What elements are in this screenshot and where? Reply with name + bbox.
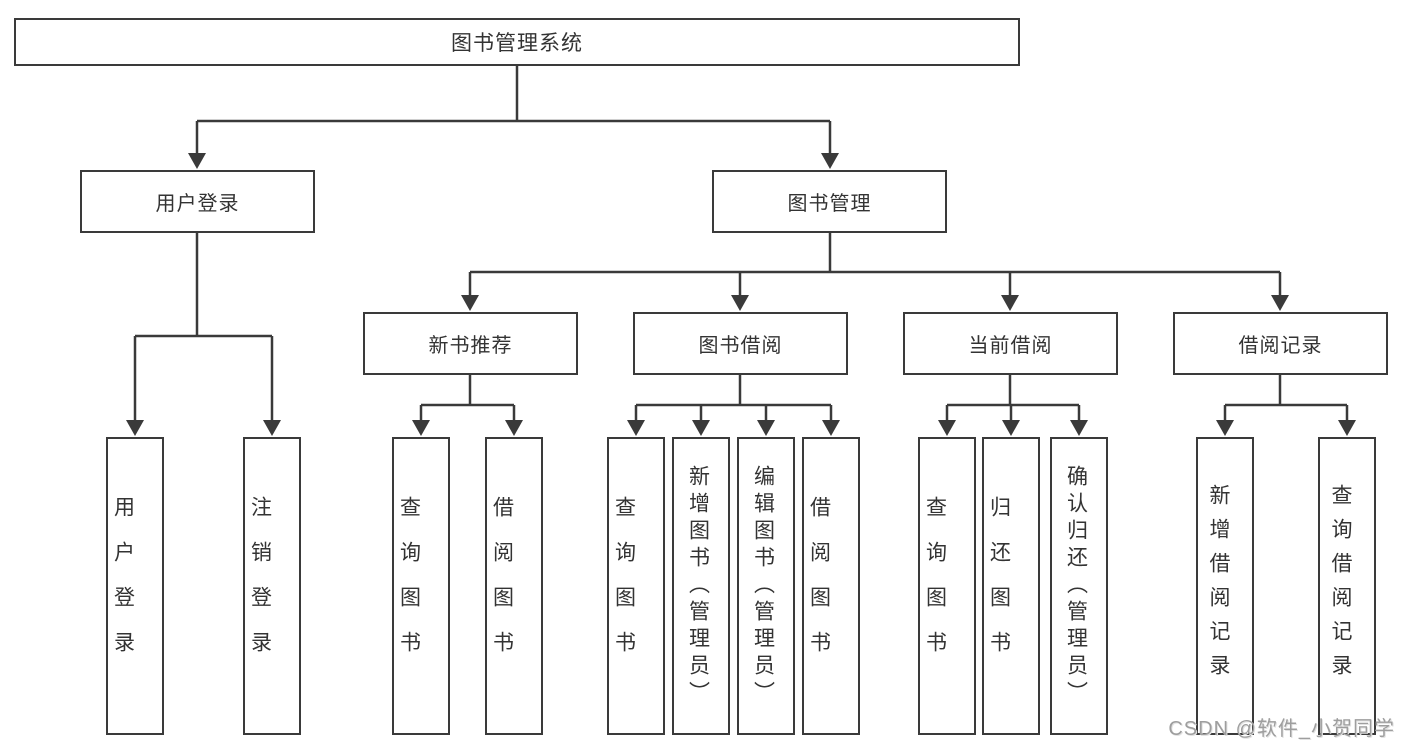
- arrow-down-icon: [822, 420, 840, 436]
- leaf-query-books-recommend: 查询图书: [392, 437, 450, 735]
- node-current-borrowing: 当前借阅: [903, 312, 1118, 375]
- node-label: 用户登录: [111, 496, 135, 676]
- arrow-down-icon: [412, 420, 430, 436]
- connector-user-login-split: [133, 233, 274, 420]
- leaf-query-books-borrow: 查询图书: [607, 437, 665, 735]
- leaf-add-borrow-record: 新增借阅记录: [1196, 437, 1254, 735]
- node-label: 借阅记录: [1238, 335, 1323, 357]
- leaf-return-book: 归还图书: [982, 437, 1040, 735]
- arrow-down-icon: [1338, 420, 1356, 436]
- node-label: 新增借阅记录: [1207, 484, 1230, 688]
- arrow-down-icon: [263, 420, 281, 436]
- node-label: 确认归还（管理员）: [1064, 464, 1088, 708]
- arrow-down-icon: [757, 420, 775, 436]
- node-user-login: 用户登录: [80, 170, 315, 233]
- node-book-management: 图书管理: [712, 170, 947, 233]
- node-label: 新增图书（管理员）: [686, 464, 710, 708]
- connector-book-borrow-split: [634, 375, 833, 420]
- node-label: 注销登录: [248, 496, 272, 676]
- arrow-down-icon: [126, 420, 144, 436]
- node-label: 编辑图书（管理员）: [751, 464, 775, 708]
- arrow-down-icon: [1070, 420, 1088, 436]
- leaf-edit-book-admin: 编辑图书（管理员）: [737, 437, 795, 735]
- connector-root-split: [195, 66, 832, 153]
- node-label: 图书管理: [787, 193, 872, 215]
- arrow-down-icon: [692, 420, 710, 436]
- leaf-query-borrow-record: 查询借阅记录: [1318, 437, 1376, 735]
- arrow-down-icon: [1216, 420, 1234, 436]
- leaf-user-login: 用户登录: [106, 437, 164, 735]
- node-label: 当前借阅: [968, 335, 1053, 357]
- node-label: 查询借阅记录: [1329, 484, 1352, 688]
- node-label: 借阅图书: [807, 496, 831, 676]
- connector-borrow-records-split: [1223, 375, 1349, 420]
- node-book-borrowing: 图书借阅: [633, 312, 848, 375]
- node-library-management-system: 图书管理系统: [14, 18, 1020, 66]
- arrow-down-icon: [1271, 295, 1289, 311]
- connector-book-mgmt-split: [468, 233, 1282, 297]
- node-label: 查询图书: [923, 496, 947, 676]
- node-label: 查询图书: [397, 496, 421, 676]
- node-label: 新书推荐: [428, 335, 513, 357]
- leaf-confirm-return-admin: 确认归还（管理员）: [1050, 437, 1108, 735]
- node-label: 图书管理系统: [451, 32, 583, 55]
- arrow-down-icon: [627, 420, 645, 436]
- arrow-down-icon: [461, 295, 479, 311]
- arrow-down-icon: [1002, 420, 1020, 436]
- connector-current-borrow-split: [945, 375, 1081, 420]
- node-label: 用户登录: [155, 193, 240, 215]
- arrow-down-icon: [505, 420, 523, 436]
- node-borrowing-records: 借阅记录: [1173, 312, 1388, 375]
- arrow-down-icon: [731, 295, 749, 311]
- leaf-query-books-current: 查询图书: [918, 437, 976, 735]
- connector-new-book-split: [419, 375, 516, 420]
- leaf-logout: 注销登录: [243, 437, 301, 735]
- leaf-add-book-admin: 新增图书（管理员）: [672, 437, 730, 735]
- node-label: 归还图书: [987, 496, 1011, 676]
- arrow-down-icon: [1001, 295, 1019, 311]
- node-label: 图书借阅: [698, 335, 783, 357]
- arrow-down-icon: [188, 153, 206, 169]
- arrow-down-icon: [938, 420, 956, 436]
- node-label: 查询图书: [612, 496, 636, 676]
- leaf-borrow-books: 借阅图书: [802, 437, 860, 735]
- node-label: 借阅图书: [490, 496, 514, 676]
- node-new-book-recommendation: 新书推荐: [363, 312, 578, 375]
- csdn-watermark: CSDN @软件_小贺同学: [1168, 718, 1395, 740]
- arrow-down-icon: [821, 153, 839, 169]
- leaf-borrow-books-recommend: 借阅图书: [485, 437, 543, 735]
